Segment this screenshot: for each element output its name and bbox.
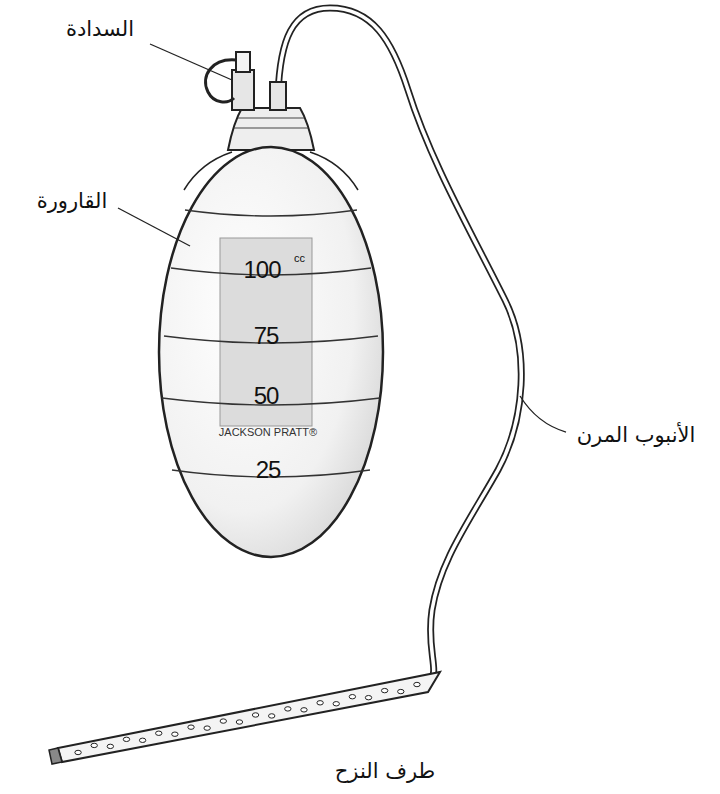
scale-rings	[162, 210, 380, 477]
scale-number: 100	[243, 257, 280, 283]
scale-unit: cc	[294, 252, 305, 264]
scale-number: 50	[254, 383, 279, 409]
leader-line	[520, 396, 566, 432]
scale-window	[220, 238, 312, 426]
drain-holes	[75, 682, 420, 754]
scale-number: 75	[254, 323, 279, 349]
stopper-strap	[206, 60, 236, 102]
brand-name: JACKSON PRATT®	[219, 426, 317, 438]
bulb-neck	[228, 108, 314, 150]
drain-end	[58, 672, 440, 762]
part-label: السدادة	[66, 18, 134, 41]
tube-port	[270, 82, 286, 110]
stopper	[232, 70, 254, 110]
bulb	[159, 147, 383, 557]
part-label: الأنبوب المرن	[577, 424, 696, 447]
part-label: طرف النزح	[335, 760, 435, 783]
leader-line	[150, 44, 232, 80]
drain-tip	[49, 748, 62, 764]
part-label: القارورة	[37, 190, 108, 213]
leader-line	[118, 208, 190, 246]
scale-number: 25	[256, 457, 281, 483]
